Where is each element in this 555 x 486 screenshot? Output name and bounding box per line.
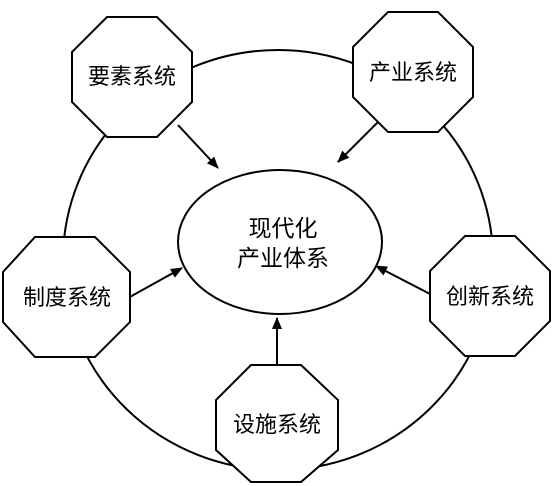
arrow-yaosu-to-center [177,124,219,169]
node-label-sheshi: 设施系统 [233,413,321,438]
octagon-shape [215,364,339,483]
node-label-zhidu: 制度系统 [23,286,111,311]
arrow-chuangxin-to-center [375,265,433,296]
node-label-yaosu: 要素系统 [88,65,176,90]
arrow-zhidu-to-center [127,267,183,299]
node-zhidu: 制度系统 [1,236,131,358]
node-yaosu: 要素系统 [71,16,193,138]
node-sheshi: 设施系统 [215,364,339,483]
node-chuangxin: 创新系统 [429,235,551,357]
octagon-shape [1,236,131,358]
center-node: 现代化 产业体系 [177,169,383,315]
center-title-line2: 产业体系 [237,246,329,272]
node-label-chanye: 产业系统 [369,61,457,86]
octagon-shape [352,11,474,133]
arrow-chanye-to-center [337,117,383,163]
octagon-shape [71,16,193,138]
center-ellipse [177,169,383,315]
node-label-chuangxin: 创新系统 [446,285,534,310]
node-chanye: 产业系统 [352,11,474,133]
center-title-line1: 现代化 [249,216,318,242]
octagon-shape [429,235,551,357]
